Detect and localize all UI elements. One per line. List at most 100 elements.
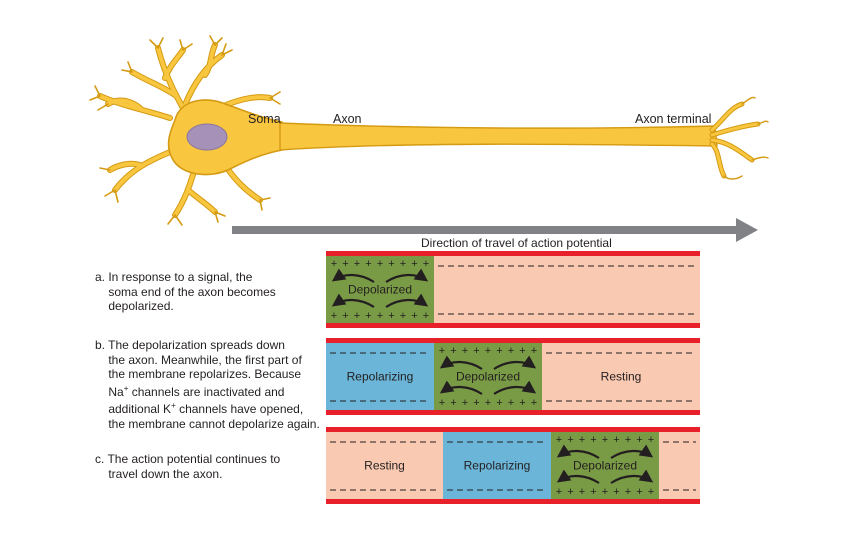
plus-sign: + — [342, 310, 348, 322]
plus-sign: + — [496, 345, 502, 357]
direction-label: Direction of travel of action potential — [421, 236, 612, 250]
plus-sign: + — [365, 258, 371, 270]
panel-b-description: b. The depolarization spreads down the a… — [95, 338, 320, 432]
plus-sign: + — [462, 397, 468, 409]
panel-b-line: the membrane repolarizes. Because — [95, 367, 302, 382]
panel-c-description: c. The action potential continues to tra… — [95, 452, 281, 481]
plus-sign: + — [556, 434, 562, 446]
plus-sign: + — [423, 258, 429, 270]
segment-fill — [434, 341, 542, 412]
plus-sign: + — [531, 397, 537, 409]
panel-b-line: Na+ channels are inactivated and — [95, 383, 285, 399]
segment-label: Repolarizing — [347, 370, 414, 384]
plus-sign: + — [485, 345, 491, 357]
segment-label: Depolarized — [456, 370, 520, 384]
current-arrow — [610, 444, 654, 459]
direction-arrow — [232, 218, 758, 242]
segment-label: Depolarized — [348, 283, 412, 297]
plus-sign: + — [400, 310, 406, 322]
segment-fill — [326, 254, 434, 325]
segment-fill — [551, 430, 659, 501]
segment-depolarized: ++++++++++++++++++Depolarized — [326, 254, 434, 325]
plus-sign: + — [411, 258, 417, 270]
current-arrow — [493, 355, 537, 370]
plus-sign: + — [648, 486, 654, 498]
nucleus — [186, 123, 228, 151]
plus-sign: + — [496, 397, 502, 409]
current-arrow — [493, 380, 537, 395]
segment-resting: Resting — [326, 430, 443, 501]
segment-resting — [659, 430, 700, 501]
plus-sign: + — [354, 310, 360, 322]
current-arrow — [439, 355, 483, 370]
segment-depolarized: + + + + + + + + + + + + + + + + + + Depolarized — [434, 341, 542, 412]
segment-label: Resting — [601, 370, 642, 384]
plus-sign: + — [485, 397, 491, 409]
current-arrow — [385, 293, 429, 308]
segment-label: Repolarizing — [464, 459, 531, 473]
plus-sign: + — [567, 486, 573, 498]
membrane-bottom — [326, 499, 700, 504]
dendrites-fill — [98, 43, 272, 217]
axon-terminal-fill — [710, 102, 760, 178]
plus-sign: + — [590, 434, 596, 446]
current-arrow — [331, 293, 375, 308]
plus-sign: + — [411, 310, 417, 322]
plus-sign: + — [439, 397, 445, 409]
plus-sign: + — [423, 310, 429, 322]
plus-sign: + — [625, 486, 631, 498]
plus-sign: + — [579, 434, 585, 446]
axon-terminal-tips — [723, 96, 769, 180]
current-arrow — [556, 444, 600, 459]
panel-b-line: the axon. Meanwhile, the first part of — [95, 352, 302, 367]
plus-sign: + — [567, 434, 573, 446]
axon-label: Axon — [333, 112, 362, 126]
plus-sign: + — [508, 397, 514, 409]
plus-sign: + — [377, 310, 383, 322]
plus-sign: + — [602, 486, 608, 498]
neuron-cell — [89, 35, 769, 226]
plus-sign: + — [377, 258, 383, 270]
plus-sign: + — [636, 486, 642, 498]
plus-sign: + — [439, 345, 445, 357]
plus-sign: + — [450, 397, 456, 409]
dendrite-branches — [89, 35, 281, 226]
plus-sign: + — [519, 345, 525, 357]
plus-sign: + — [579, 486, 585, 498]
plus-sign: + — [556, 486, 562, 498]
axon-shaft — [279, 122, 718, 151]
plus-sign: + — [625, 434, 631, 446]
plus-sign: + — [365, 310, 371, 322]
segment-resting — [434, 254, 700, 325]
current-arrow — [439, 380, 483, 395]
plus-sign: + — [473, 345, 479, 357]
current-arrow — [556, 469, 600, 484]
segment-label: Resting — [364, 459, 405, 473]
plus-sign: + — [613, 486, 619, 498]
plus-sign: + — [531, 345, 537, 357]
plus-sign: + — [473, 397, 479, 409]
segment-repolarizing: Repolarizing — [326, 341, 434, 412]
axon-terminal-label: Axon terminal — [635, 112, 712, 126]
membrane-top — [326, 251, 700, 256]
plus-sign: + — [613, 434, 619, 446]
plus-sign: + — [648, 434, 654, 446]
plus-sign: + — [636, 434, 642, 446]
plus-sign: + — [462, 345, 468, 357]
plus-sign: + — [590, 486, 596, 498]
plus-sign: + — [331, 258, 337, 270]
panel-b-line: additional K+ channels have opened, — [95, 401, 304, 417]
plus-sign: + — [450, 345, 456, 357]
panel-a-description: a. In response to a signal, the soma end… — [95, 270, 276, 314]
current-arrow — [331, 268, 375, 283]
plus-sign: + — [331, 310, 337, 322]
plus-sign: + — [519, 397, 525, 409]
membrane-top — [326, 427, 700, 432]
panel-b-line: b. The depolarization spreads down — [95, 338, 285, 352]
plus-sign: + — [388, 258, 394, 270]
plus-sign: + — [354, 258, 360, 270]
plus-sign: + — [508, 345, 514, 357]
membrane-bottom — [326, 410, 700, 415]
